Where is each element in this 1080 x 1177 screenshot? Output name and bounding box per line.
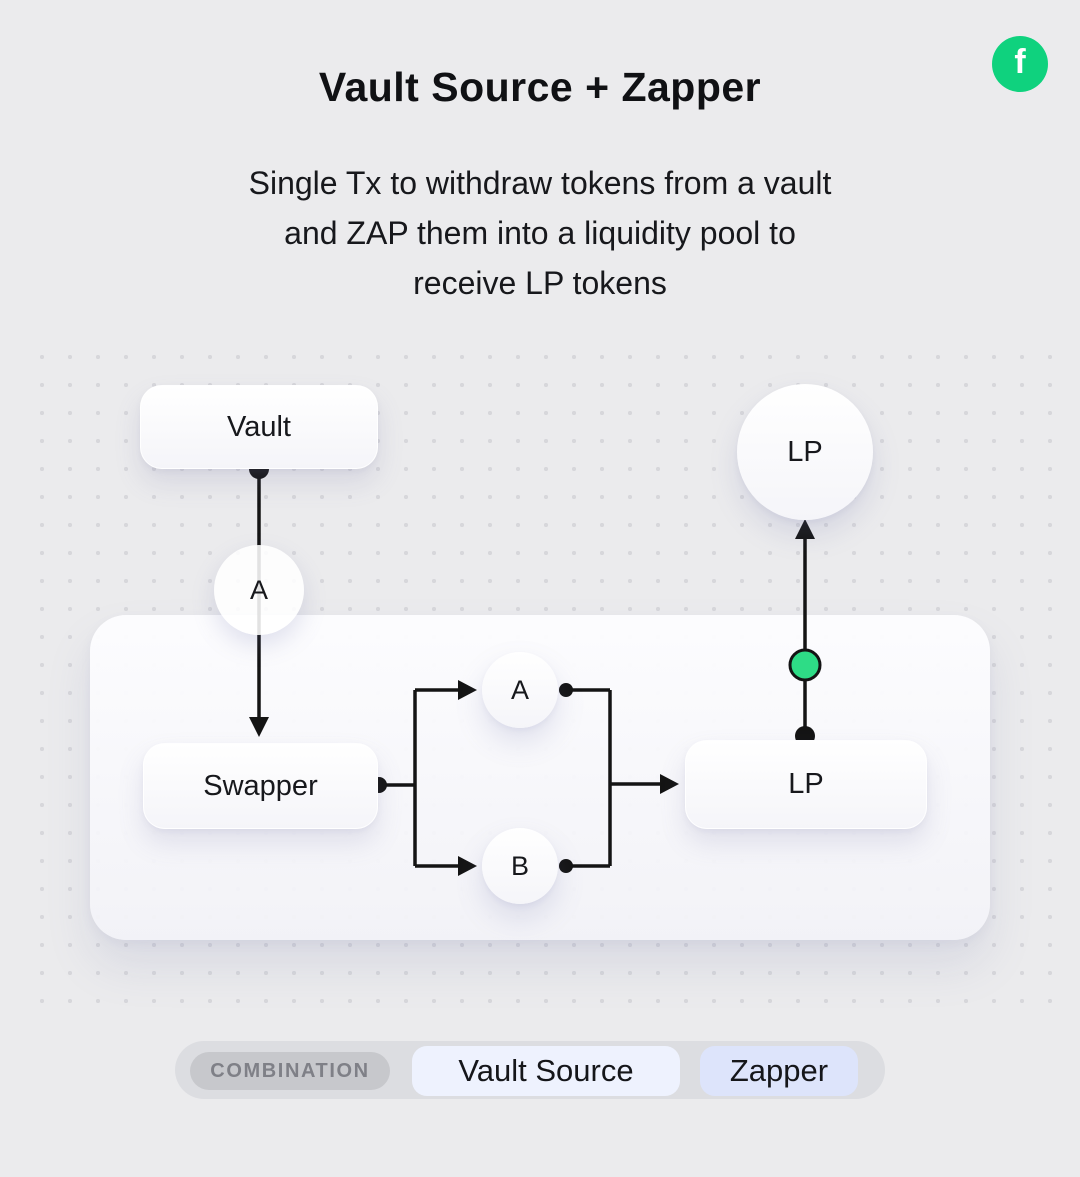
flow-logo-glyph: f — [1014, 43, 1026, 81]
page-title: Vault Source + Zapper — [318, 64, 762, 110]
combination-badge-label: COMBINATION — [210, 1059, 370, 1082]
node-lp-pool-label: LP — [788, 768, 824, 800]
node-token-b: B — [482, 828, 558, 904]
node-token-a-label: A — [510, 674, 529, 705]
tag-vault-source: Vault Source — [412, 1046, 680, 1096]
green-zap-dot — [788, 648, 822, 682]
arrowhead-into-token-a — [458, 680, 477, 700]
dot-token-a-out — [559, 683, 573, 697]
arrowhead-into-lp-pool — [660, 774, 679, 794]
node-token-a-overlay-label: A — [249, 574, 268, 605]
node-lp-token: LP — [737, 384, 873, 520]
node-token-a-overlay: A — [214, 545, 304, 635]
node-vault: Vault — [140, 385, 378, 469]
arrowhead-into-lp-token — [795, 519, 815, 539]
dot-token-b-out — [559, 859, 573, 873]
tag-zapper-label: Zapper — [729, 1053, 829, 1088]
tag-zapper: Zapper — [700, 1046, 858, 1096]
subtitle-line-2: and ZAP them into a liquidity pool to — [284, 215, 796, 251]
node-token-a: A — [482, 652, 558, 728]
node-token-b-label: B — [510, 850, 529, 881]
node-vault-label: Vault — [227, 410, 291, 443]
arrowhead-into-swapper — [249, 717, 269, 737]
flow-logo-icon: f — [992, 36, 1048, 92]
node-swapper: Swapper — [143, 743, 378, 829]
combination-badge: COMBINATION — [190, 1052, 390, 1090]
subtitle-line-3: receive LP tokens — [413, 265, 667, 301]
node-lp-pool: LP — [685, 740, 927, 829]
subtitle-line-1: Single Tx to withdraw tokens from a vaul… — [248, 165, 832, 201]
node-lp-token-label: LP — [787, 435, 823, 468]
node-swapper-label: Swapper — [203, 769, 318, 802]
page-subtitle: Single Tx to withdraw tokens from a vaul… — [0, 158, 1080, 308]
tag-vault-source-label: Vault Source — [458, 1053, 634, 1088]
arrowhead-into-token-b — [458, 856, 477, 876]
